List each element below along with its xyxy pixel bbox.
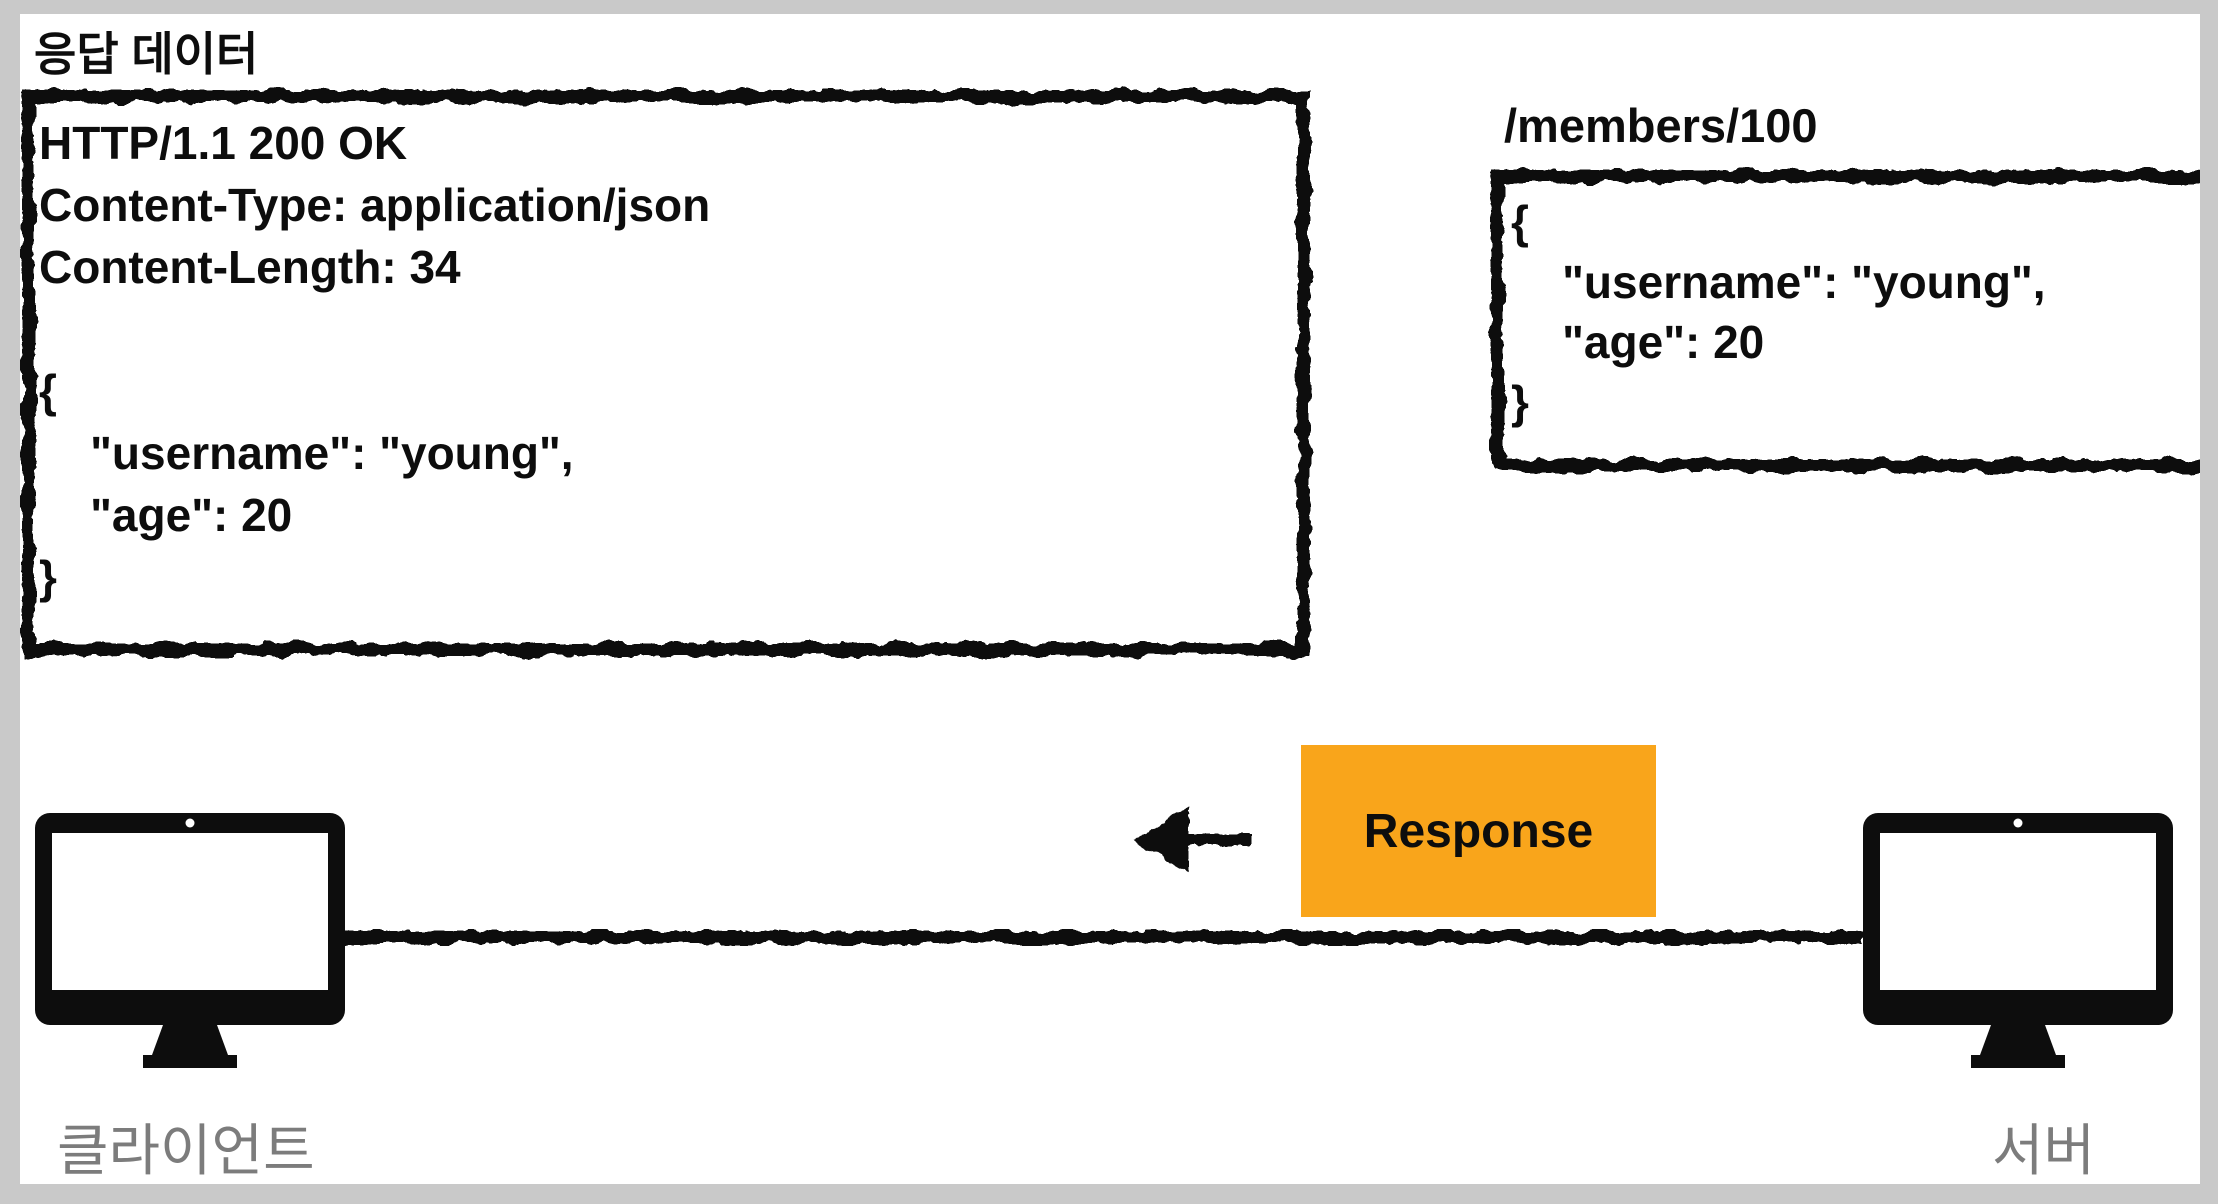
connection-line: [345, 931, 1865, 944]
response-badge: Response: [1301, 745, 1656, 917]
resource-json-box-border: [1491, 170, 2200, 472]
client-monitor-icon: [35, 813, 345, 1068]
resource-json-box: { "username": "young", "age": 20 }: [1491, 170, 2200, 472]
http-response-text: HTTP/1.1 200 OK Content-Type: applicatio…: [39, 117, 711, 603]
diagram-canvas: 응답 데이터 HTTP/1.1 200 OK Content-Type: app…: [20, 14, 2200, 1184]
server-monitor-icon: [1863, 813, 2173, 1068]
http-response-box-border: [22, 90, 1310, 656]
client-label: 클라이언트: [57, 1119, 315, 1182]
resource-json-text: { "username": "young", "age": 20 }: [1511, 196, 2046, 428]
server-label: 서버: [1992, 1119, 2096, 1182]
diagram-title: 응답 데이터: [34, 28, 259, 80]
http-response-box: HTTP/1.1 200 OK Content-Type: applicatio…: [22, 90, 1310, 656]
left-arrow-icon: [1135, 808, 1251, 872]
resource-path-label: /members/100: [1504, 99, 1818, 152]
